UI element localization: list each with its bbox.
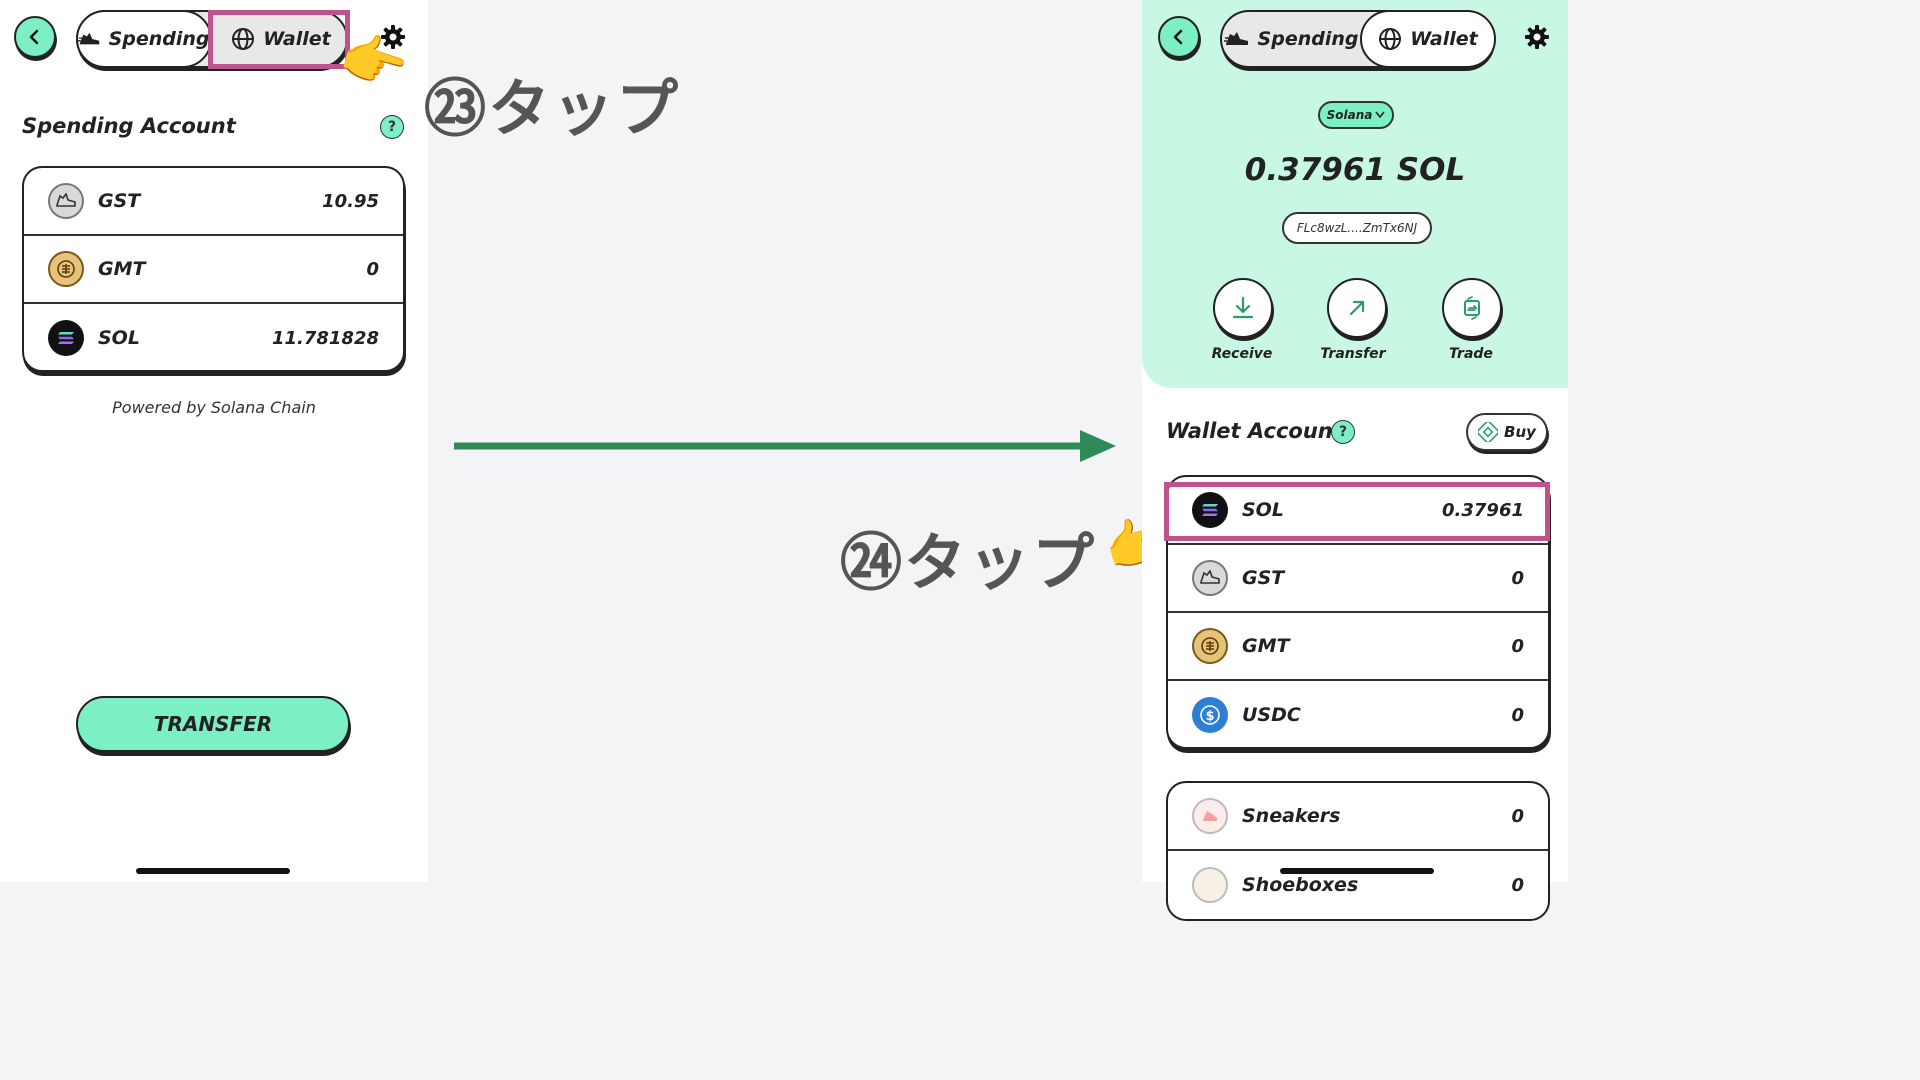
list-item[interactable]: Sneakers 0 — [1168, 783, 1548, 851]
globe-icon — [1379, 27, 1402, 50]
settings-button[interactable] — [378, 22, 408, 52]
list-item[interactable]: Shoeboxes 0 — [1168, 851, 1548, 919]
tab-wallet-label: Wallet — [1410, 27, 1478, 50]
highlight-sol-row — [1164, 482, 1550, 541]
token-value: 0 — [366, 258, 379, 280]
nft-value: 0 — [1511, 874, 1524, 896]
token-value: 0 — [1511, 635, 1524, 657]
gear-icon — [1525, 25, 1549, 49]
token-value: 0 — [1511, 567, 1524, 589]
back-arrow-icon — [29, 29, 39, 45]
receive-button[interactable] — [1213, 278, 1273, 338]
nft-name: Sneakers — [1242, 805, 1341, 827]
flow-arrow — [454, 430, 1116, 462]
nft-name: Shoeboxes — [1242, 874, 1359, 896]
nft-list: Sneakers 0 Shoeboxes 0 — [1166, 781, 1550, 921]
back-button[interactable] — [1158, 16, 1200, 58]
wallet-account-title: Wallet Account — [1166, 419, 1343, 443]
swap-icon — [1464, 296, 1480, 320]
token-symbol: GST — [1242, 567, 1285, 589]
list-item[interactable]: GST 0 — [1168, 545, 1548, 613]
gst-icon — [1192, 560, 1228, 596]
step-24-annotation: ㉔タップ — [840, 526, 1097, 599]
home-indicator — [1280, 868, 1434, 874]
list-item[interactable]: SOL 0.37961 — [1168, 477, 1548, 545]
token-value: 0 — [1511, 704, 1524, 726]
help-icon[interactable]: ? — [380, 115, 404, 139]
gst-icon — [48, 183, 84, 219]
list-item[interactable]: GMT 0 — [1168, 613, 1548, 681]
sneaker-icon — [77, 32, 99, 44]
sneaker-icon — [1192, 798, 1228, 834]
sol-icon — [1192, 492, 1228, 528]
trade-button[interactable] — [1442, 278, 1502, 338]
network-label: Solana — [1326, 108, 1373, 122]
transfer-button[interactable]: TRANSFER — [76, 696, 350, 752]
binance-icon — [1478, 422, 1499, 442]
trade-label: Trade — [1449, 346, 1493, 362]
powered-by-text: Powered by Solana Chain — [112, 398, 316, 417]
list-item[interactable]: $ USDC 0 — [1168, 681, 1548, 747]
help-icon[interactable]: ? — [1331, 420, 1355, 444]
nft-value: 0 — [1511, 805, 1524, 827]
section-title: Spending Account — [22, 114, 236, 138]
arrow-up-right-icon — [1349, 300, 1365, 316]
spending-account-list: GST 10.95 GMT 0 SOL 11.781828 — [22, 166, 405, 372]
gear-icon — [381, 25, 405, 49]
transfer-action-button[interactable] — [1327, 278, 1387, 338]
token-symbol: SOL — [1242, 499, 1284, 521]
wallet-screen: Spending Wallet Solana 0.37961 SOL FLc8w… — [1142, 0, 1568, 921]
buy-label: Buy — [1504, 423, 1536, 441]
wallet-address[interactable]: FLc8wzL....ZmTx6NJ — [1282, 212, 1432, 244]
wallet-balance: 0.37961 SOL — [1244, 152, 1466, 188]
list-item[interactable]: GMT 0 — [24, 236, 403, 304]
tab-spending[interactable]: Spending — [1222, 10, 1360, 68]
list-item[interactable]: SOL 11.781828 — [24, 304, 403, 370]
sneaker-icon — [1223, 31, 1248, 45]
usdc-icon: $ — [1192, 697, 1228, 733]
spending-screen: Spending Wallet Spending Account ? GST 1… — [0, 0, 428, 882]
home-indicator — [136, 868, 290, 874]
account-toggle: Spending Wallet — [1220, 9, 1496, 68]
tab-wallet[interactable]: Wallet — [1360, 9, 1496, 68]
back-arrow-icon — [1173, 29, 1183, 45]
svg-text:$: $ — [1205, 709, 1214, 724]
tab-wallet-label: Wallet — [263, 27, 331, 50]
token-symbol: USDC — [1242, 704, 1301, 726]
list-item[interactable]: GST 10.95 — [24, 168, 403, 236]
token-symbol: GST — [98, 190, 141, 212]
globe-icon — [232, 27, 255, 50]
shoebox-icon — [1192, 867, 1228, 903]
sol-icon — [48, 320, 84, 356]
buy-button[interactable]: Buy — [1466, 413, 1548, 451]
gmt-icon — [48, 251, 84, 287]
network-selector[interactable]: Solana — [1318, 101, 1394, 129]
tab-spending[interactable]: Spending — [75, 9, 212, 68]
highlight-wallet-tab — [208, 10, 350, 69]
token-value: 11.781828 — [271, 327, 379, 349]
receive-label: Receive — [1211, 346, 1273, 362]
chevron-down-icon — [1375, 111, 1385, 119]
tab-spending-label: Spending — [108, 27, 210, 50]
token-value: 0.37961 — [1442, 499, 1524, 521]
tab-wallet[interactable]: Wallet — [214, 10, 348, 68]
step-23-annotation: ㉓タップ — [424, 72, 681, 145]
token-symbol: GMT — [98, 258, 146, 280]
wallet-token-list: SOL 0.37961 GST 0 GMT 0 $ USDC 0 — [1166, 475, 1550, 749]
back-button[interactable] — [14, 16, 56, 58]
gmt-icon — [1192, 628, 1228, 664]
tab-spending-label: Spending — [1257, 27, 1359, 50]
token-symbol: SOL — [98, 327, 140, 349]
download-icon — [1232, 296, 1254, 319]
settings-button[interactable] — [1522, 22, 1552, 52]
transfer-label: Transfer — [1320, 346, 1386, 362]
token-value: 10.95 — [322, 190, 379, 212]
token-symbol: GMT — [1242, 635, 1290, 657]
